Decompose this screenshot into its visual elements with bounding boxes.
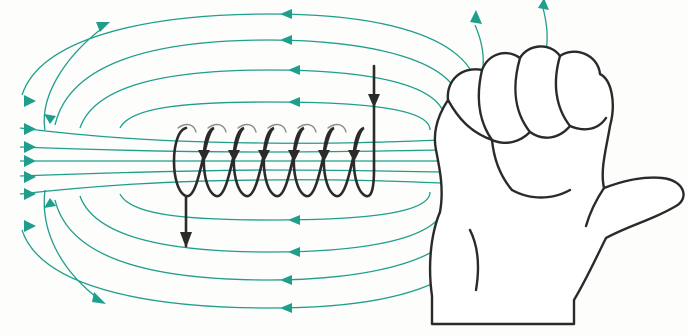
solenoid-right-hand-rule-figure [0,0,688,336]
solenoid-field-diagram [0,0,688,336]
